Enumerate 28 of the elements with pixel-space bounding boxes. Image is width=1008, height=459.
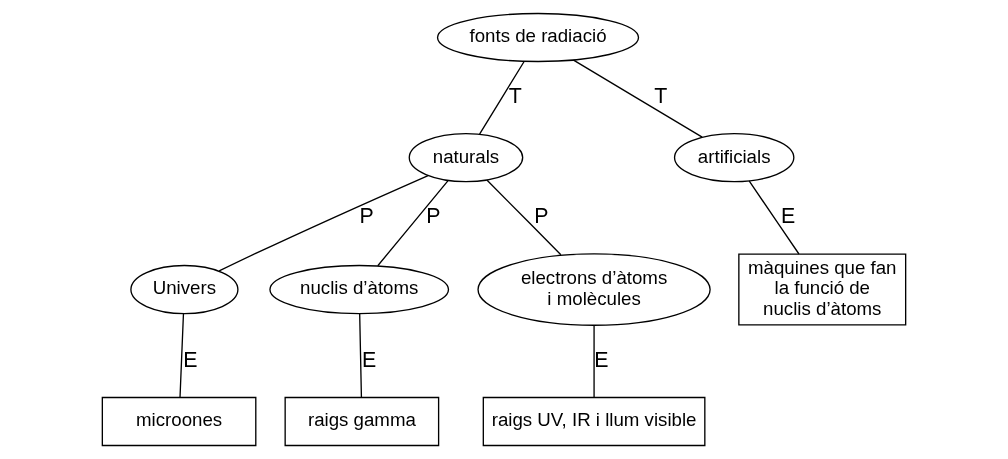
node-ellipse: naturals <box>408 132 524 183</box>
node-box: microones <box>101 396 257 447</box>
node-ellipse: electrons d’àtoms i molècules <box>477 253 711 326</box>
connector <box>593 324 595 398</box>
edge-label: E <box>781 203 796 228</box>
connector <box>179 313 185 398</box>
edge-label: E <box>594 347 609 372</box>
connector <box>478 60 525 135</box>
edge-label: P <box>534 203 549 228</box>
node-ellipse: nuclis d’àtoms <box>269 264 450 315</box>
connector <box>748 180 800 255</box>
edge-label: T <box>654 83 668 108</box>
node-box: raigs UV, IR i llum visible <box>482 396 706 447</box>
connector <box>572 59 703 138</box>
edge-label: P <box>426 203 441 228</box>
edge-label: P <box>359 203 374 228</box>
node-box: raigs gamma <box>284 396 440 447</box>
connector <box>218 174 429 272</box>
connector <box>377 180 449 267</box>
node-ellipse: fonts de radiació <box>436 12 640 63</box>
connector <box>486 179 562 256</box>
edge-label: T <box>508 83 522 108</box>
connector <box>359 313 363 398</box>
edge-label: E <box>183 347 198 372</box>
node-ellipse: Univers <box>130 264 239 315</box>
node-box: màquines que fan la funció de nuclis d’àtoms <box>738 253 907 326</box>
edge-label: E <box>362 347 377 372</box>
node-ellipse: artificials <box>673 132 795 183</box>
